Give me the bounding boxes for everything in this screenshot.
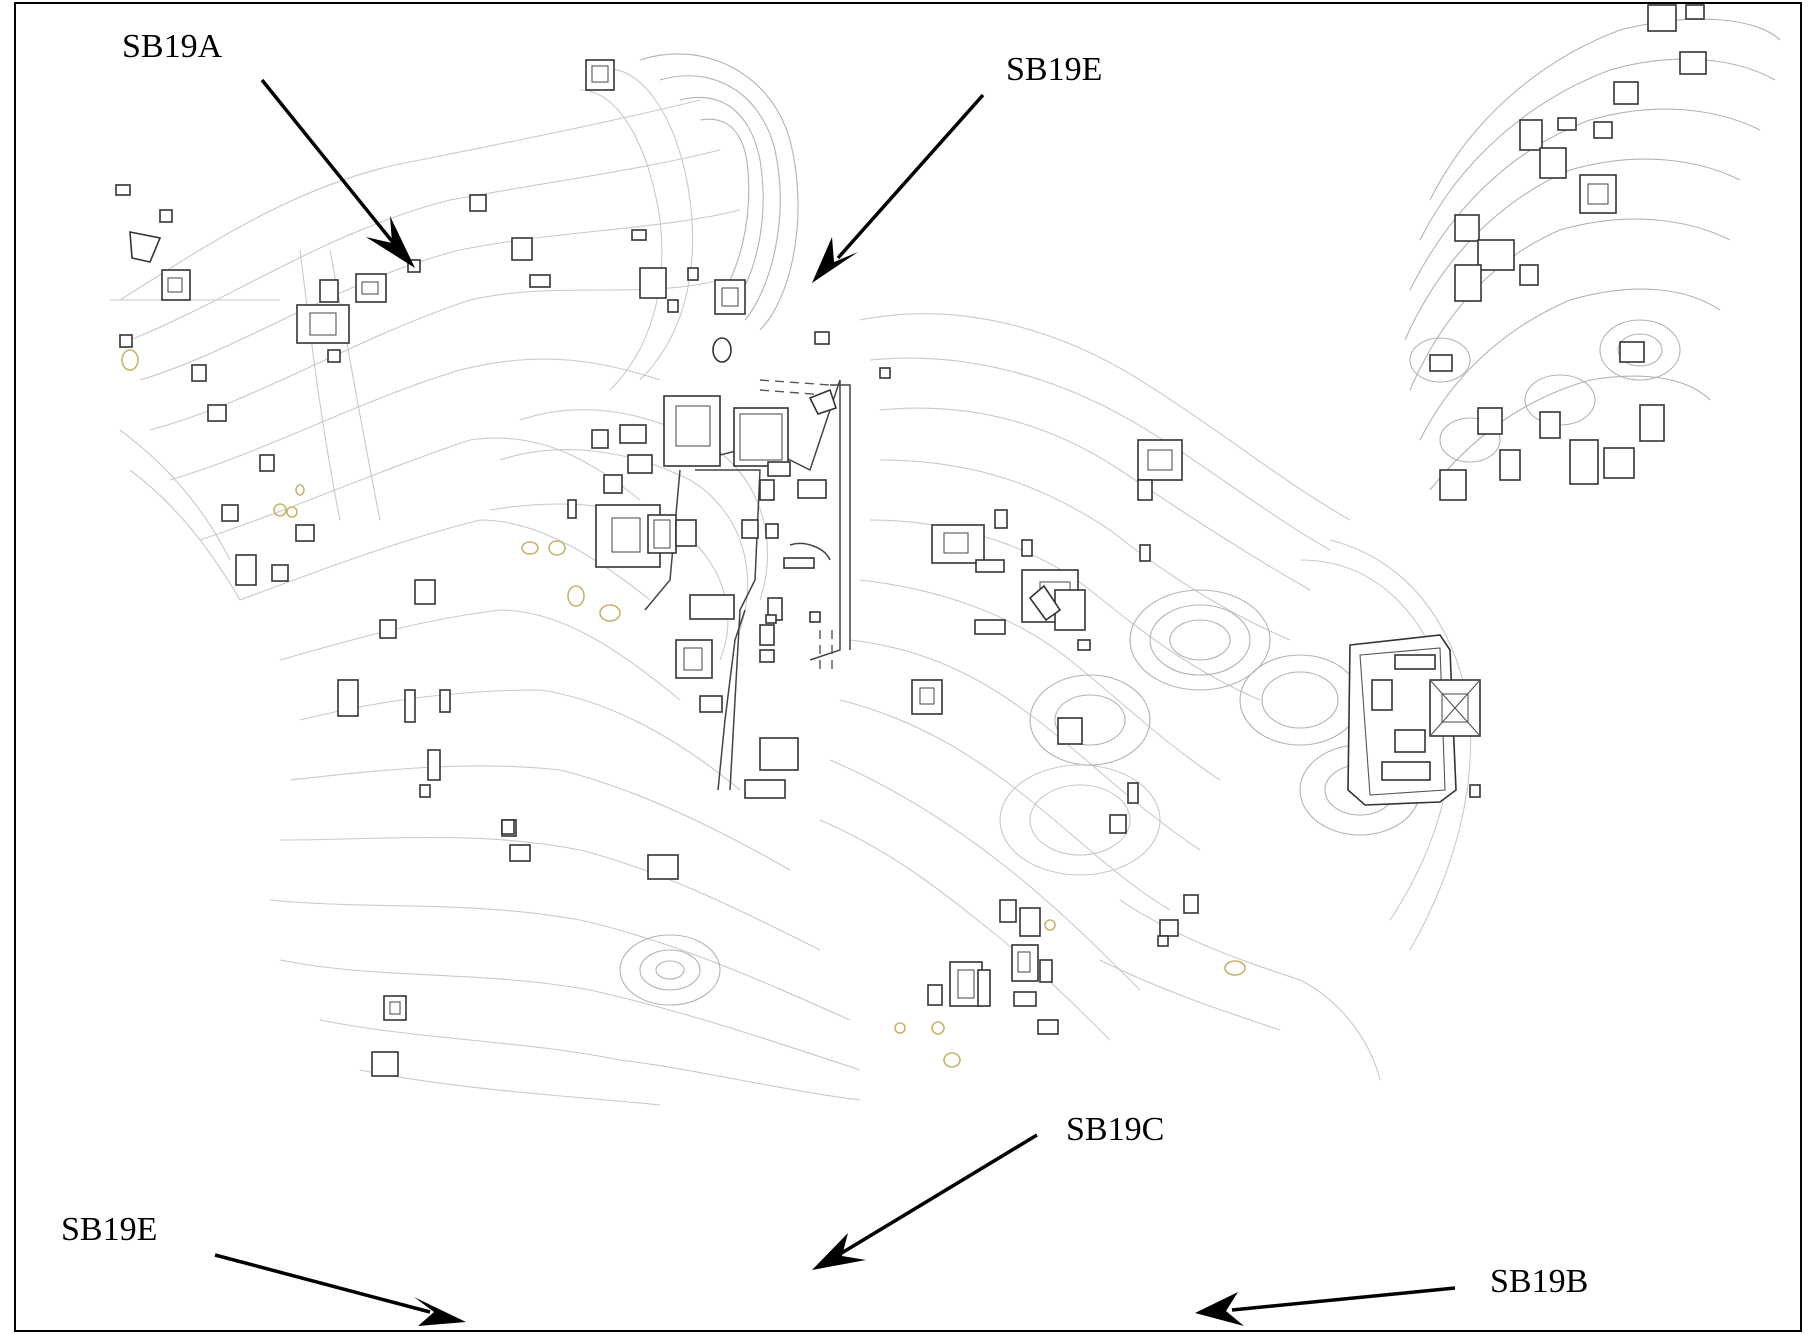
arrow-sb19e-top [812,93,985,283]
chultunes [121,349,1246,1068]
arrow-sb19a [260,78,415,268]
label-sb19b-bottom: SB19B [1490,1263,1588,1300]
label-sb19a-top: SB19A [122,28,223,65]
label-sb19e-bottom: SB19E [61,1211,157,1248]
label-sb19c-bottom: SB19C [1066,1111,1164,1148]
arrow-sb19e-bottom [214,1253,466,1326]
label-sb19e-top: SB19E [1006,51,1102,88]
structures [115,4,1707,1077]
central-acropolis [501,388,838,880]
structure-group-northeast [1429,4,1707,501]
arrow-sb19b [1195,1286,1456,1326]
structure-group-sb19a [115,184,531,1077]
arrow-sb19c [812,1133,1038,1270]
map-frame [14,2,1802,1332]
east-acropolis [1347,634,1481,806]
